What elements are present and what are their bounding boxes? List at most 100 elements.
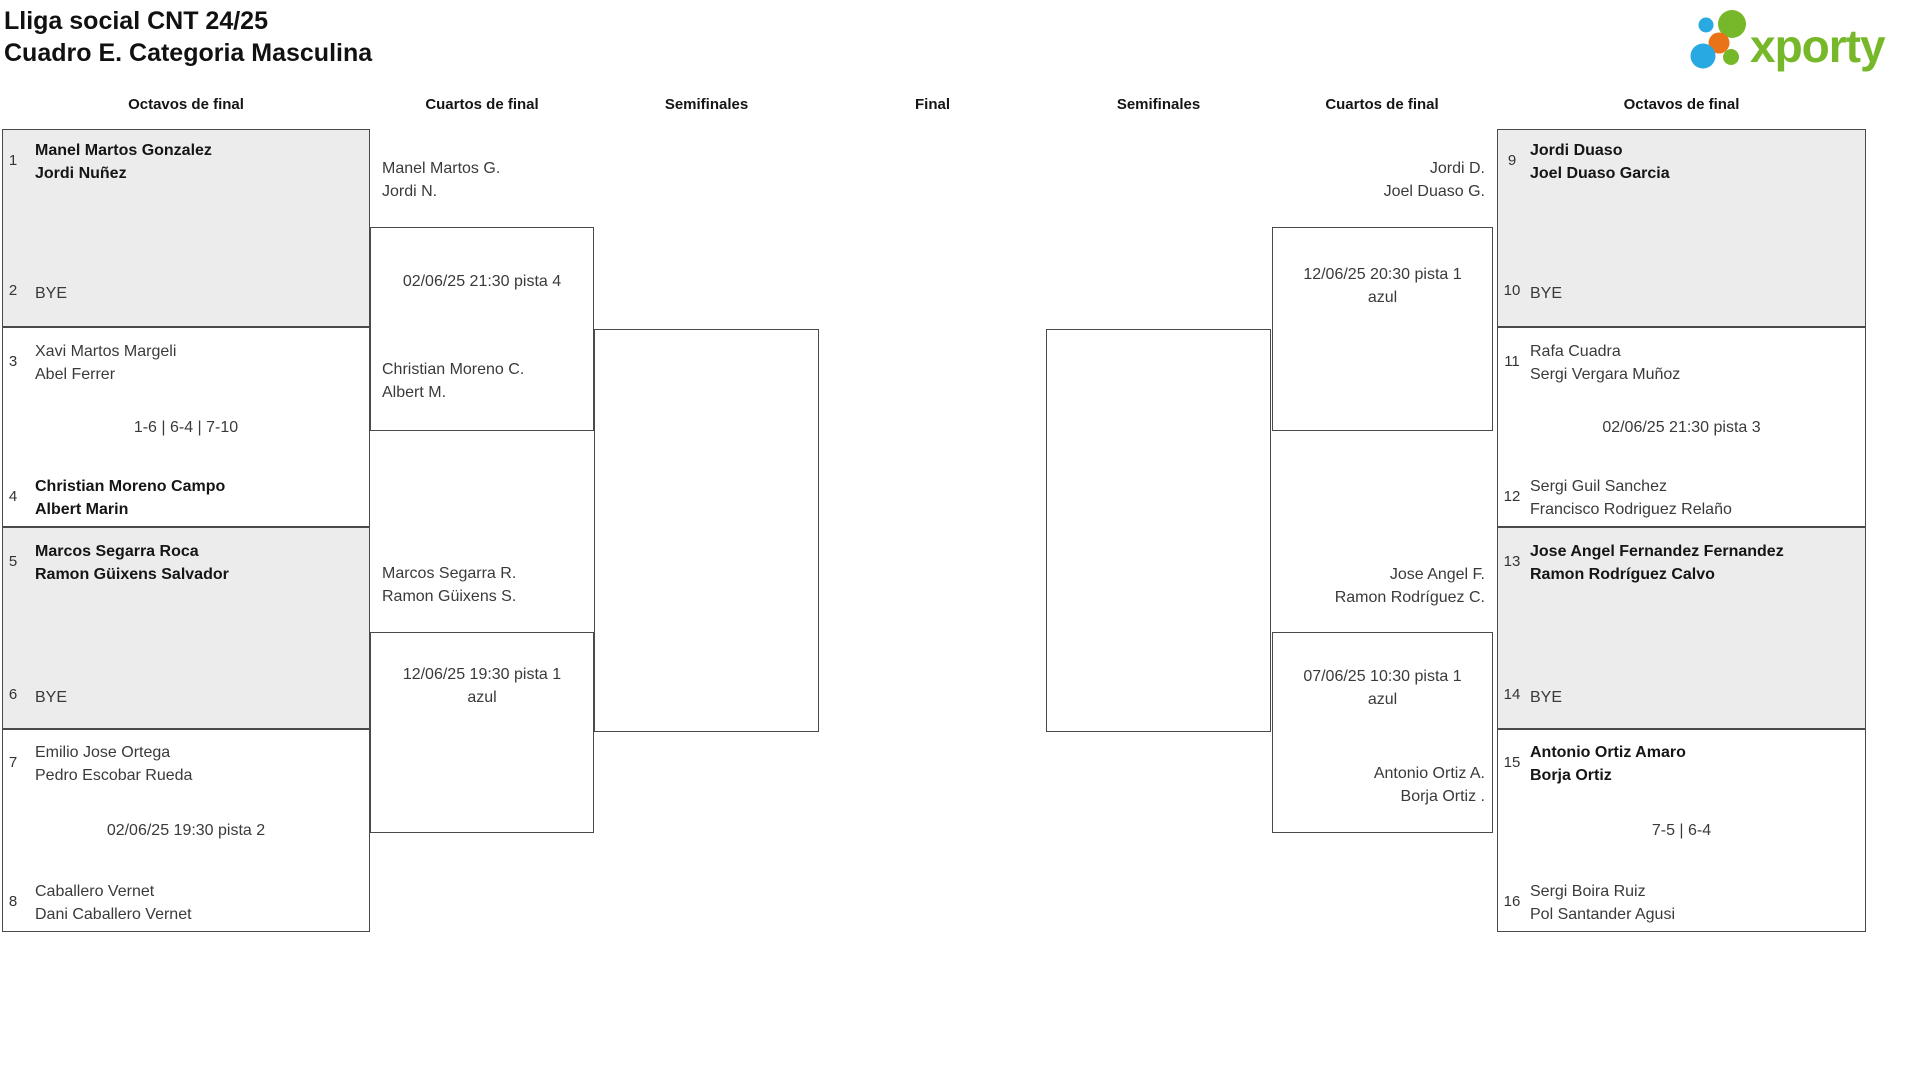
- player-line: Emilio Jose Ortega: [35, 744, 171, 761]
- team-names: Emilio Jose Ortega Pedro Escobar Rueda: [35, 741, 192, 787]
- player-line: Marcos Segarra Roca: [35, 543, 199, 560]
- round-header-right-qf: Cuartos de final: [1325, 96, 1439, 113]
- semifinal-box-right: [1046, 329, 1271, 732]
- team-names: Sergi Guil Sanchez Francisco Rodriguez R…: [1530, 475, 1732, 521]
- match-schedule: 12/06/25 19:30 pista 1 azul: [370, 663, 594, 709]
- team-names: Marcos Segarra Roca Ramon Güixens Salvad…: [35, 540, 229, 586]
- match-box-seeds-15-16: [1497, 729, 1866, 932]
- xporty-logo[interactable]: xporty: [1688, 4, 1912, 74]
- team-names: Jordi D. Joel Duaso G.: [1280, 157, 1485, 203]
- round-header-left-r16: Octavos de final: [128, 96, 244, 113]
- semifinal-box-left: [594, 329, 819, 732]
- seed-number: 13: [1503, 553, 1521, 570]
- page-title: Lliga social CNT 24/25 Cuadro E. Categor…: [4, 5, 372, 69]
- match-schedule: 07/06/25 10:30 pista 1 azul: [1272, 665, 1493, 711]
- player-line: Antonio Ortiz Amaro: [1530, 744, 1686, 761]
- team-names: BYE: [35, 282, 67, 305]
- team-names: Manel Martos G. Jordi N.: [382, 157, 500, 203]
- player-line: Ramon Güixens S.: [382, 588, 517, 605]
- player-line: Joel Duaso Garcia: [1530, 165, 1670, 182]
- seed-number: 7: [8, 754, 18, 771]
- seed-number: 11: [1504, 353, 1520, 370]
- logo-wordmark: xporty: [1750, 20, 1886, 72]
- seed-number: 14: [1503, 686, 1521, 703]
- team-names: Christian Moreno C. Albert M.: [382, 358, 524, 404]
- seed-number: 5: [8, 553, 18, 570]
- player-line: Borja Ortiz .: [1400, 788, 1485, 805]
- seed-number: 6: [8, 686, 18, 703]
- match-schedule: 12/06/25 20:30 pista 1 azul: [1272, 263, 1493, 309]
- seed-number: 8: [8, 893, 18, 910]
- schedule-line: 07/06/25 10:30 pista 1: [1303, 668, 1462, 685]
- player-line: Ramon Güixens Salvador: [35, 566, 229, 583]
- team-names: Antonio Ortiz Amaro Borja Ortiz: [1530, 741, 1686, 787]
- title-line1: Lliga social CNT 24/25: [4, 7, 268, 35]
- match-box-seeds-13-14: [1497, 527, 1866, 729]
- seed-number: 12: [1503, 488, 1521, 505]
- player-line: Marcos Segarra R.: [382, 565, 517, 582]
- match-schedule: 02/06/25 21:30 pista 4: [402, 273, 562, 290]
- team-names: Antonio Ortiz A. Borja Ortiz .: [1280, 762, 1485, 808]
- player-line: Caballero Vernet: [35, 883, 155, 900]
- team-names: Caballero Vernet Dani Caballero Vernet: [35, 880, 192, 926]
- player-line: Xavi Martos Margeli: [35, 343, 177, 360]
- team-names: Jose Angel Fernandez Fernandez Ramon Rod…: [1530, 540, 1784, 586]
- player-line: Jose Angel Fernandez Fernandez: [1530, 543, 1784, 560]
- player-line: BYE: [35, 285, 68, 302]
- quarterfinal-box-left-1: [370, 227, 594, 431]
- team-names: Rafa Cuadra Sergi Vergara Muñoz: [1530, 340, 1680, 386]
- team-names: Sergi Boira Ruiz Pol Santander Agusi: [1530, 880, 1675, 926]
- round-header-left-qf: Cuartos de final: [425, 96, 539, 113]
- player-line: Sergi Guil Sanchez: [1530, 478, 1667, 495]
- team-names: Manel Martos Gonzalez Jordi Nuñez: [35, 139, 212, 185]
- match-box-seeds-5-6: [2, 527, 370, 729]
- round-header-right-r16: Octavos de final: [1623, 96, 1740, 113]
- player-line: Jose Angel F.: [1389, 566, 1485, 583]
- schedule-line: azul: [467, 689, 497, 706]
- match-score: 7-5 | 6-4: [1651, 822, 1712, 839]
- player-line: Ramon Rodríguez C.: [1334, 589, 1485, 606]
- match-box-seeds-9-10: [1497, 129, 1866, 327]
- quarterfinal-box-right-2: [1272, 632, 1493, 833]
- player-line: Antonio Ortiz A.: [1373, 765, 1485, 782]
- round-header-left-sf: Semifinales: [664, 96, 749, 113]
- title-line2: Cuadro E. Categoria Masculina: [4, 39, 373, 67]
- team-names: BYE: [1530, 282, 1562, 305]
- schedule-line: azul: [1367, 289, 1398, 306]
- player-line: BYE: [1530, 285, 1563, 302]
- match-box-seeds-11-12: [1497, 327, 1866, 527]
- player-line: Abel Ferrer: [35, 366, 116, 383]
- player-line: BYE: [1530, 689, 1563, 706]
- team-names: Jordi Duaso Joel Duaso Garcia: [1530, 139, 1670, 185]
- seed-number: 15: [1503, 754, 1521, 771]
- player-line: Borja Ortiz: [1530, 767, 1612, 784]
- player-line: Albert Marin: [35, 501, 129, 518]
- seed-number: 3: [8, 353, 18, 370]
- round-header-final: Final: [914, 96, 950, 113]
- player-line: Rafa Cuadra: [1530, 343, 1621, 360]
- seed-number: 4: [8, 488, 18, 505]
- player-line: Sergi Boira Ruiz: [1530, 883, 1646, 900]
- xporty-logo-graphic: xporty: [1690, 10, 1887, 72]
- player-line: Jordi Nuñez: [35, 165, 127, 182]
- match-box-seeds-7-8: [2, 729, 370, 932]
- seed-number: 10: [1503, 282, 1521, 299]
- player-line: Manel Martos Gonzalez: [35, 142, 212, 159]
- player-line: Dani Caballero Vernet: [35, 906, 192, 923]
- schedule-line: 12/06/25 19:30 pista 1: [402, 666, 562, 683]
- match-box-seeds-3-4: [2, 327, 370, 527]
- match-box-seeds-1-2: [2, 129, 370, 327]
- seed-number: 1: [8, 152, 18, 169]
- player-line: Francisco Rodriguez Relaño: [1530, 501, 1732, 518]
- player-line: Sergi Vergara Muñoz: [1530, 366, 1681, 383]
- quarterfinal-box-left-2: [370, 632, 594, 833]
- player-line: Jordi N.: [382, 183, 438, 200]
- seed-number: 9: [1507, 152, 1517, 169]
- player-line: Pedro Escobar Rueda: [35, 767, 193, 784]
- player-line: BYE: [35, 689, 68, 706]
- match-score: 1-6 | 6-4 | 7-10: [133, 419, 239, 436]
- team-names: Jose Angel F. Ramon Rodríguez C.: [1280, 563, 1485, 609]
- player-line: Jordi D.: [1429, 160, 1485, 177]
- logo-dots-icon: [1690, 10, 1746, 69]
